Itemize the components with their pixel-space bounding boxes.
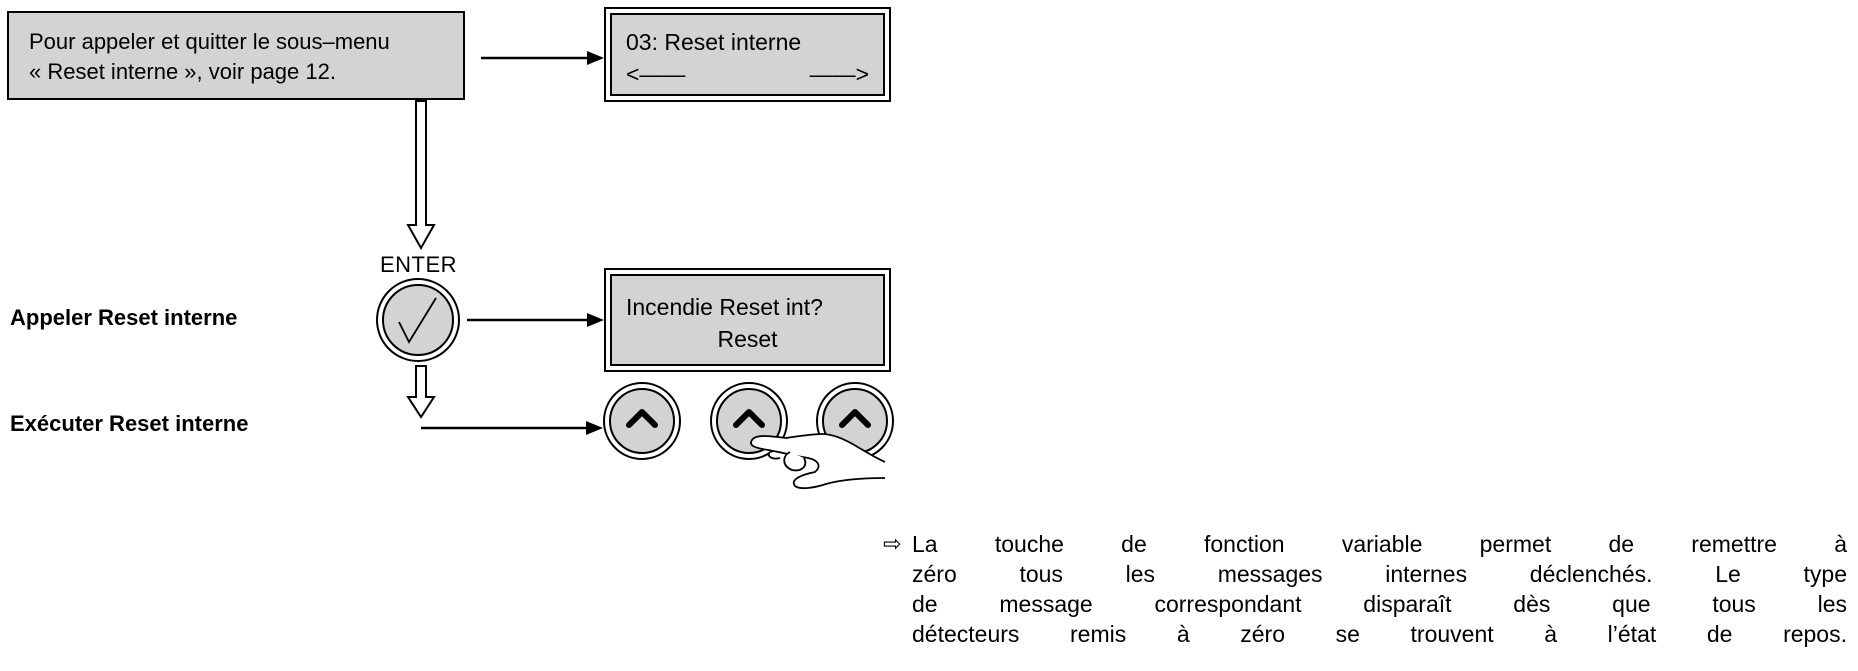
chevron-up-icon <box>839 409 871 428</box>
display-menu-right-arrow: ——> <box>809 61 869 87</box>
info-box: Pour appeler et quitter le sous–menu « R… <box>7 11 465 100</box>
hollow-down-arrow-icon <box>406 100 436 251</box>
note-text: La touche de fonction variable permet de… <box>912 529 1847 649</box>
note-arrow-icon: ⇨ <box>883 531 902 556</box>
note-line-1: La touche de fonction variable permet de… <box>912 531 1847 557</box>
note-line-4: détecteurs remis à zéro se trouvent à l’… <box>912 621 1847 647</box>
display-menu: 03: Reset interne <—— ——> <box>604 7 891 102</box>
display-confirm: Incendie Reset int? Reset <box>604 268 891 372</box>
display-menu-title: 03: Reset interne <box>626 29 802 55</box>
hollow-down-arrow-icon <box>406 365 436 419</box>
arrow-head-icon <box>587 313 604 327</box>
step-execute-label: Exécuter Reset interne <box>10 411 249 436</box>
enter-key-hit-area[interactable] <box>377 279 459 361</box>
enter-key-label: ENTER <box>380 252 458 277</box>
arrow-head-icon <box>587 51 604 65</box>
display-menu-left-arrow: <—— <box>626 61 686 87</box>
display-confirm-line-1: Incendie Reset int? <box>626 294 823 320</box>
note-line-2: zéro tous les messages internes déclench… <box>912 561 1847 587</box>
function-key-2-button[interactable] <box>711 383 787 459</box>
pressing-hand-icon <box>750 433 886 490</box>
step-call-label: Appeler Reset interne <box>10 305 238 330</box>
display-confirm-line-2: Reset <box>717 326 778 352</box>
info-box-line-1: Pour appeler et quitter le sous–menu <box>29 29 390 54</box>
function-key-1-button[interactable] <box>604 383 680 459</box>
chevron-up-icon <box>733 409 765 428</box>
info-box-line-2: « Reset interne », voir page 12. <box>29 59 336 84</box>
arrow-head-icon <box>586 421 603 435</box>
chevron-up-icon <box>626 409 658 428</box>
function-key-3-button[interactable] <box>817 383 893 459</box>
note-line-3: de message correspondant disparaît dès q… <box>912 591 1847 617</box>
checkmark-icon <box>398 297 437 344</box>
function-key-1 <box>603 382 681 460</box>
enter-key-button <box>376 278 460 362</box>
